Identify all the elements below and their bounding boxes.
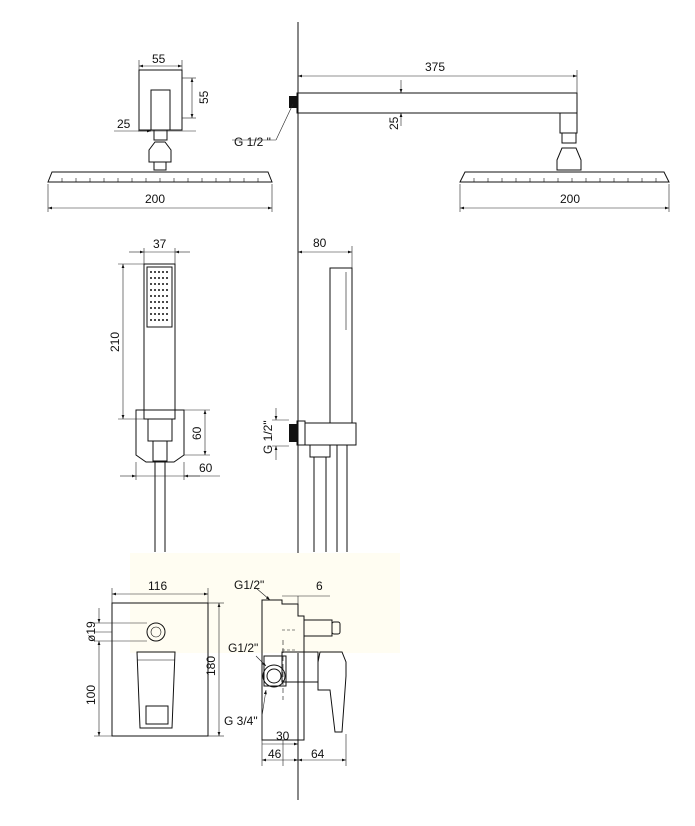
label-valve-thread-mid: G1/2" (228, 641, 258, 655)
dim-hand-shower-width: 37 (153, 237, 167, 251)
concealed-valve-side-view (261, 599, 347, 741)
label-valve-thread-top: G1/2" (234, 578, 264, 592)
mixer-plate-front-view (111, 602, 209, 737)
dim-valve-depth-30: 30 (276, 729, 290, 743)
dim-valve-depth-46: 46 (268, 747, 282, 761)
dim-lever-projection: 64 (311, 747, 325, 761)
dim-lever-offset: 100 (84, 685, 98, 705)
label-wall-thread-top: G 1/2 " (234, 135, 271, 149)
label-holder-thread: G 1/2" (261, 420, 275, 454)
dim-knob-diameter: ø19 (84, 621, 98, 642)
dim-head-neck: 25 (117, 117, 131, 131)
dim-arm-length: 375 (425, 60, 445, 74)
dim-head-diameter-left: 200 (145, 192, 165, 206)
dim-arm-height: 25 (387, 116, 401, 130)
dim-hand-shower-length: 210 (108, 332, 122, 352)
hand-shower-side-view (289, 267, 357, 552)
dim-head-diameter-right: 200 (560, 192, 580, 206)
rain-head-front-view (47, 69, 273, 183)
dim-holder-width: 60 (199, 461, 213, 475)
dim-plate-height: 180 (204, 656, 218, 676)
hand-shower-front-view (135, 263, 185, 552)
dim-plate-width: 116 (148, 579, 167, 593)
dim-head-mount-width: 55 (152, 52, 166, 66)
dim-head-mount-height: 55 (197, 90, 211, 104)
dim-valve-wall-offset: 6 (316, 579, 323, 593)
dim-hand-shower-depth: 80 (313, 236, 327, 250)
shower-arm-side-view (289, 92, 670, 183)
label-valve-thread-bottom: G 3/4" (224, 714, 258, 728)
dim-holder-height: 60 (190, 426, 204, 440)
